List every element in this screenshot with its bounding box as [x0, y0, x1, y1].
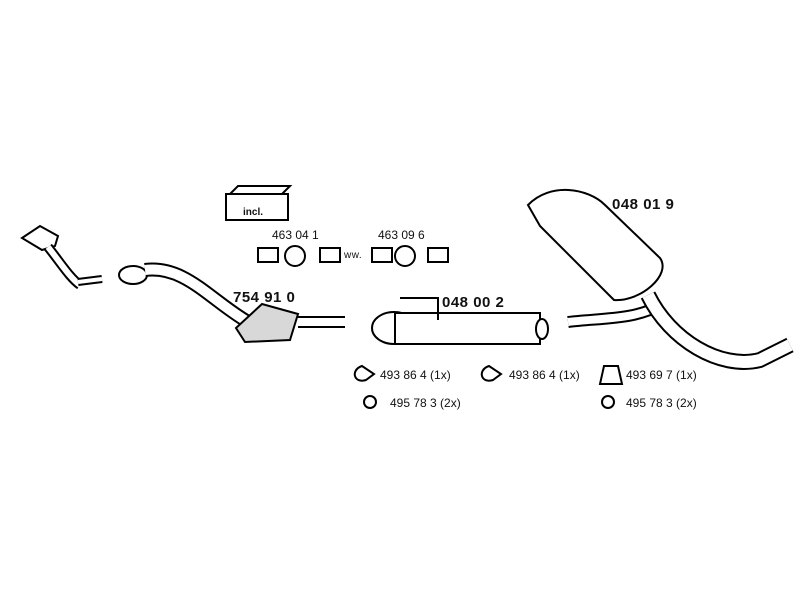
accessory-label: 495 78 3 (2x): [390, 396, 461, 410]
front-pipe[interactable]: [20, 224, 103, 290]
middle-silencer[interactable]: [371, 297, 549, 345]
clamp-connector-label: ww.: [344, 250, 363, 261]
accessory-label: 493 69 7 (1x): [626, 368, 697, 382]
accessory-label: 493 86 4 (1x): [509, 368, 580, 382]
part-463-04-1: 463 04 1: [272, 228, 319, 242]
part-048-00-2: 048 00 2: [442, 294, 505, 311]
kit-box-icon: [225, 185, 293, 221]
accessory-label: 493 86 4 (1x): [380, 368, 451, 382]
part-048-01-9: 048 01 9: [612, 196, 675, 213]
clamp-icons: [257, 245, 449, 267]
accessory-label: 495 78 3 (2x): [626, 396, 697, 410]
part-463-09-6: 463 09 6: [378, 228, 425, 242]
part-754-91-0: 754 91 0: [233, 289, 296, 306]
incl-label: incl.: [243, 207, 264, 218]
hanger-icons: [353, 364, 624, 409]
rear-silencer[interactable]: [526, 189, 794, 370]
catalyst-assembly[interactable]: [118, 262, 345, 344]
